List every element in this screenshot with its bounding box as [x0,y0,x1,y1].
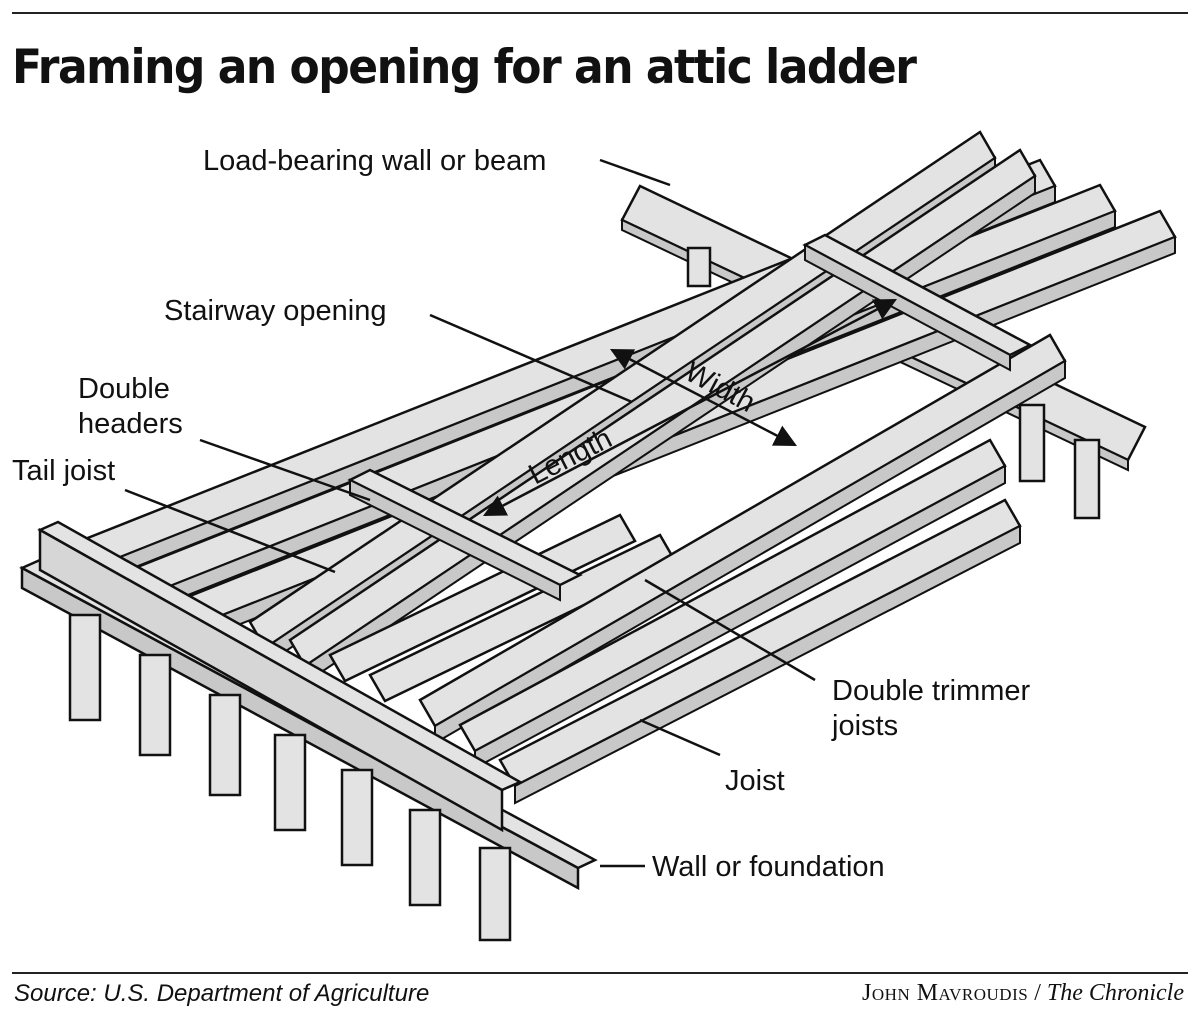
label-wall-foundation: Wall or foundation [652,851,885,883]
label-load-bearing: Load-bearing wall or beam [203,145,546,177]
top-rule [12,12,1188,14]
source-credit: Source: U.S. Department of Agriculture [14,980,430,1007]
diagram-title: Framing an opening for an attic ladder [12,40,917,96]
label-double-trimmer-line1: Double trimmer [832,675,1031,707]
label-double-trimmer-line2: joists [831,710,898,742]
framing-diagram: Load-bearing wall or beam Stairway openi… [12,130,1177,942]
wall-foundation [19,520,598,942]
double-headers [347,233,1033,602]
label-double-headers-line1: Double [78,373,170,405]
label-double-headers-line2: headers [78,408,183,440]
right-trimmer-joists [418,333,1067,805]
credit-separator: / [1028,980,1047,1006]
leader-lines [124,158,816,868]
label-tail-joist: Tail joist [12,455,115,487]
artist-credit: John Mavroudis / The Chronicle [862,980,1184,1007]
length-arrow [483,298,897,517]
artist-name: John Mavroudis [862,980,1029,1006]
label-stairway-opening: Stairway opening [164,295,386,327]
label-joist: Joist [725,765,785,797]
publication-name: The Chronicle [1046,980,1184,1006]
bottom-rule [12,972,1188,974]
